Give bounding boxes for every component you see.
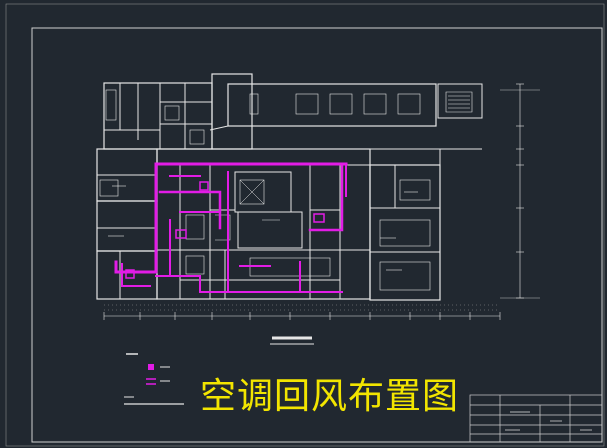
- plan-caption: [270, 336, 314, 345]
- left-wing-walls: [96, 82, 213, 300]
- drawing-border: [5, 3, 605, 447]
- legend: [124, 353, 184, 405]
- drawing-overlay-title: 空调回风布置图: [200, 376, 460, 417]
- title-block: [469, 394, 603, 443]
- duct-double-line-symbol-icon: [146, 378, 156, 385]
- column-dots: [104, 304, 500, 311]
- right-block-walls: [369, 148, 441, 301]
- duct-square-symbol-icon: [148, 364, 154, 370]
- top-block-walls: [209, 73, 483, 150]
- room-label-marks: [108, 185, 418, 271]
- floor-plan: [96, 73, 540, 320]
- right-dimension-line: [500, 83, 540, 299]
- bottom-dimension-line: [103, 312, 501, 320]
- return-air-ducts: [114, 162, 348, 293]
